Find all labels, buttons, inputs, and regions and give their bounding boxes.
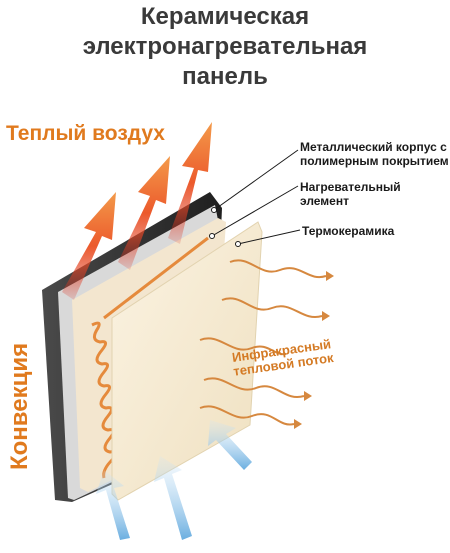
leader-dots — [209, 207, 241, 247]
thermoceramic-label: Термокерамика — [302, 224, 395, 238]
infrared-waves — [199, 259, 327, 426]
infrared-arrowheads — [294, 271, 334, 429]
leader-lines — [211, 149, 301, 245]
metal-case-label-line-1: Металлический корпус с — [300, 140, 447, 154]
title-line-1: Керамическая — [140, 3, 310, 30]
metal-case-label-line-2: полимерным покрытием — [300, 154, 449, 168]
warm-air-label: Теплый воздух — [6, 122, 165, 145]
diagram-title: Керамическая электронагревательная панел… — [0, 2, 450, 92]
heating-coil — [91, 236, 209, 479]
warm-air-arrows — [62, 122, 212, 300]
title-line-2: электронагревательная — [82, 33, 368, 60]
cool-air-arrows — [96, 420, 252, 540]
title-line-3: панель — [182, 63, 268, 90]
convection-label: Конвекция — [6, 342, 33, 470]
heating-element-label: Нагревательный элемент — [300, 180, 401, 208]
metal-case-label: Металлический корпус с полимерным покрыт… — [300, 140, 449, 168]
